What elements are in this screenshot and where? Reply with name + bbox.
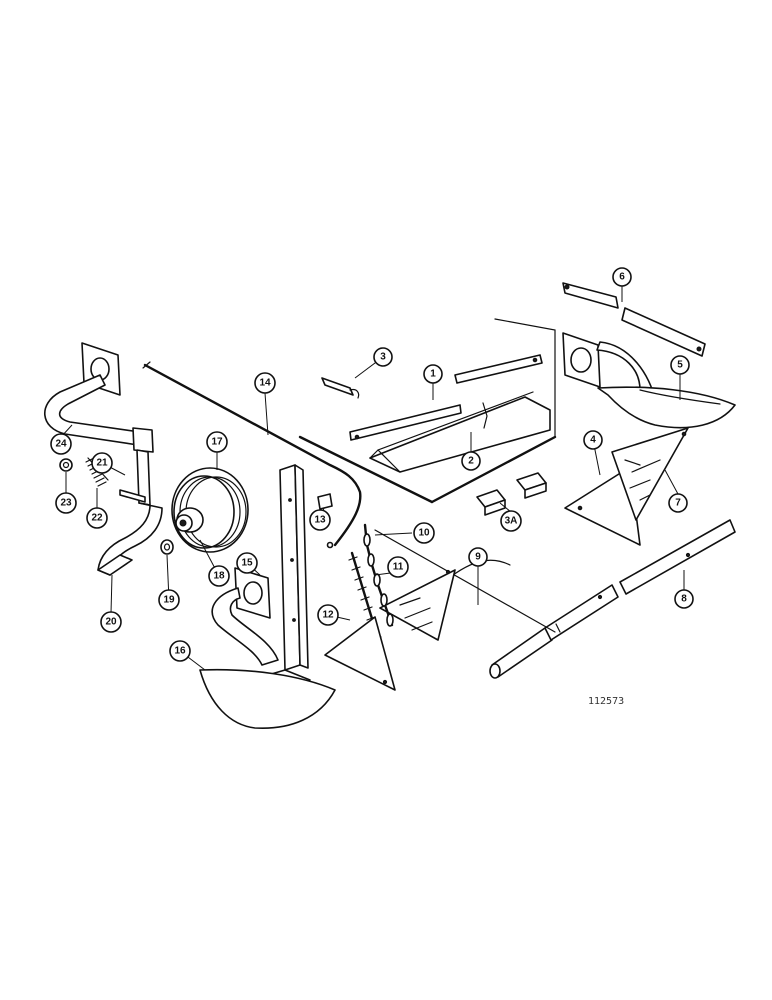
callout-21: 21 — [91, 452, 113, 474]
callout-4: 4 — [583, 430, 603, 450]
part-14-rod — [142, 361, 362, 549]
part-3a-blocks — [476, 472, 547, 516]
part-5-divider-shoe — [562, 332, 736, 429]
callout-17: 17 — [206, 431, 228, 453]
callout-19: 19 — [158, 589, 180, 611]
callout-12: 12 — [317, 604, 339, 626]
part-19-washer — [160, 539, 174, 555]
callout-3a-label: 3A — [505, 516, 518, 527]
callout-10: 10 — [413, 522, 435, 544]
callout-11-label: 11 — [393, 562, 404, 573]
part-8-shaft — [489, 519, 736, 679]
chain-mount-plate — [324, 616, 396, 691]
callout-4-label: 4 — [590, 435, 596, 446]
callout-13: 13 — [309, 509, 331, 531]
callout-24-label: 24 — [55, 439, 67, 450]
callout-6-label: 6 — [619, 272, 625, 283]
callout-22: 22 — [86, 507, 108, 529]
callout-14-label: 14 — [259, 378, 271, 389]
part-21-pin — [119, 489, 146, 503]
part-3-bracket — [321, 377, 360, 399]
callout-8: 8 — [674, 589, 694, 609]
callout-10-label: 10 — [418, 528, 430, 539]
callout-6: 6 — [612, 267, 632, 287]
callout-9: 9 — [468, 547, 488, 567]
part-11-plate — [379, 569, 456, 641]
callout-3a: 3A — [500, 510, 522, 532]
callout-5: 5 — [670, 355, 690, 375]
part-17-pulley — [171, 467, 249, 553]
frame-outline — [298, 318, 557, 504]
part-23-nut — [59, 458, 73, 472]
callout-23: 23 — [55, 492, 77, 514]
callout-22-label: 22 — [91, 513, 103, 524]
part-7-plate — [611, 427, 689, 521]
callout-13-label: 13 — [314, 515, 326, 526]
callout-12-label: 12 — [322, 610, 334, 621]
part-13-clip — [317, 493, 333, 510]
callout-5-label: 5 — [677, 360, 683, 371]
callout-3: 3 — [373, 347, 393, 367]
callout-9-label: 9 — [475, 552, 481, 563]
callout-16: 16 — [169, 640, 191, 662]
callout-20-label: 20 — [105, 617, 117, 628]
callout-7-label: 7 — [675, 498, 681, 509]
callout-15: 15 — [236, 552, 258, 574]
callout-14: 14 — [254, 372, 276, 394]
callout-23-label: 23 — [60, 498, 72, 509]
callout-18: 18 — [208, 565, 230, 587]
reference-number: 112573 — [588, 696, 624, 707]
callout-11: 11 — [387, 556, 409, 578]
callout-19-label: 19 — [163, 595, 175, 606]
callout-18-label: 18 — [213, 571, 225, 582]
callout-21-label: 21 — [96, 458, 108, 469]
part-16-shoe — [199, 567, 336, 729]
callout-17-label: 17 — [211, 437, 223, 448]
part-1-2-trough — [349, 354, 551, 473]
callout-7: 7 — [668, 493, 688, 513]
part-6-bars — [562, 282, 706, 357]
callout-3-label: 3 — [380, 352, 386, 363]
callout-1-label: 1 — [430, 369, 436, 380]
callout-24: 24 — [50, 433, 72, 455]
callout-20: 20 — [100, 611, 122, 633]
callout-2-label: 2 — [468, 456, 474, 467]
callout-15-label: 15 — [241, 558, 253, 569]
callout-8-label: 8 — [681, 594, 687, 605]
callout-16-label: 16 — [174, 646, 186, 657]
part-24-crank — [44, 342, 163, 576]
callout-1: 1 — [423, 364, 443, 384]
callout-2: 2 — [461, 451, 481, 471]
